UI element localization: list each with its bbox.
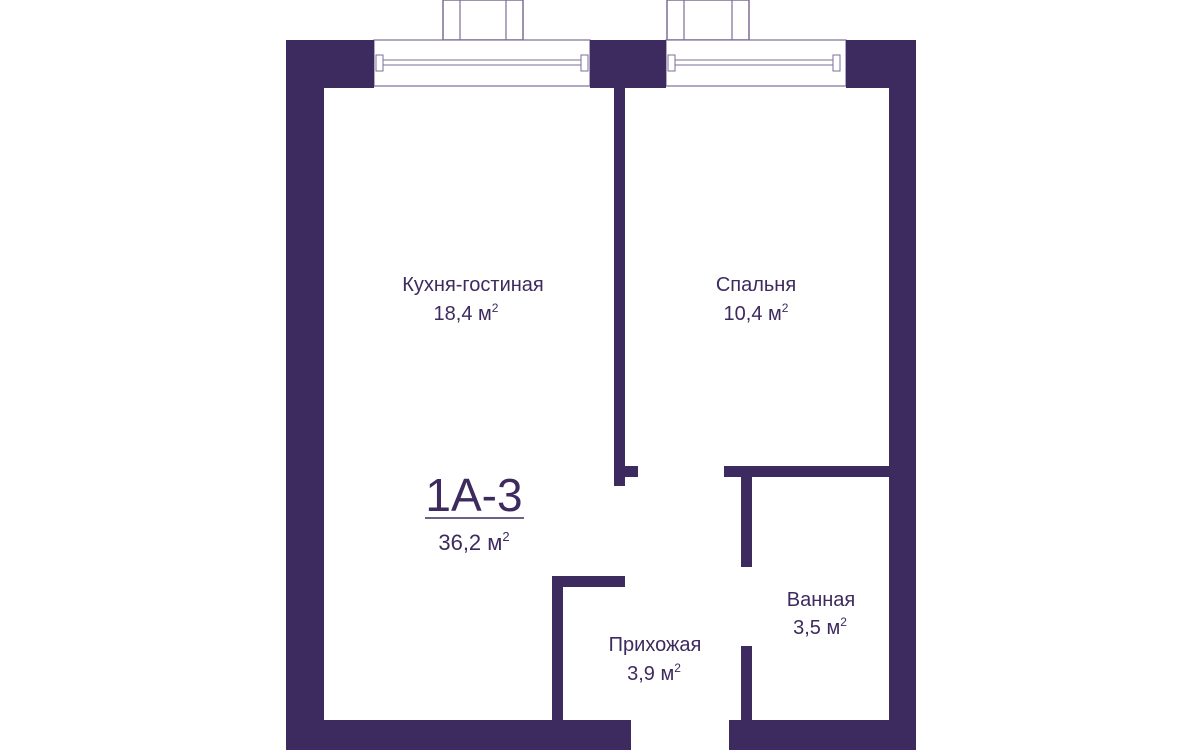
room-name: Кухня-гостиная xyxy=(402,274,544,296)
unit-total-area: 36,2 м2 xyxy=(438,529,509,555)
walls xyxy=(286,40,916,750)
wall-hallway-top-stub xyxy=(552,576,624,587)
wall-bathroom-left-lower xyxy=(741,646,752,750)
room-label-bathroom: Ванная 3,5 м2 xyxy=(787,589,856,639)
wall-hallway-left xyxy=(552,586,563,750)
unit-badge: 1А-3 36,2 м2 xyxy=(425,469,524,555)
room-area: 18,4 м2 xyxy=(434,301,499,325)
room-name: Спальня xyxy=(716,274,796,296)
wall-partition-living-bedroom xyxy=(614,88,625,486)
room-label-bedroom: Спальня 10,4 м2 xyxy=(716,274,796,325)
room-name: Ванная xyxy=(787,589,856,611)
wall-top-left-corner xyxy=(286,40,374,88)
wall-partition-stub xyxy=(614,466,638,477)
wall-hallway-top-vertical xyxy=(614,576,625,587)
room-label-hallway: Прихожая 3,9 м2 xyxy=(609,634,702,685)
room-area: 10,4 м2 xyxy=(724,301,789,325)
wall-outer-right xyxy=(889,40,916,750)
room-area: 3,5 м2 xyxy=(793,615,847,639)
wall-bathroom-left-upper xyxy=(741,477,752,567)
room-name: Прихожая xyxy=(609,634,702,656)
wall-top-middle-pier xyxy=(590,40,666,88)
unit-code: 1А-3 xyxy=(425,469,522,521)
wall-outer-left xyxy=(286,40,324,750)
window-left xyxy=(373,0,591,87)
room-area: 3,9 м2 xyxy=(627,661,681,685)
wall-bottom-left xyxy=(286,720,631,750)
window-right xyxy=(665,0,847,87)
wall-bedroom-bottom xyxy=(724,466,916,477)
wall-bottom-right xyxy=(729,720,916,750)
room-label-kitchen-living: Кухня-гостиная 18,4 м2 xyxy=(402,274,544,325)
